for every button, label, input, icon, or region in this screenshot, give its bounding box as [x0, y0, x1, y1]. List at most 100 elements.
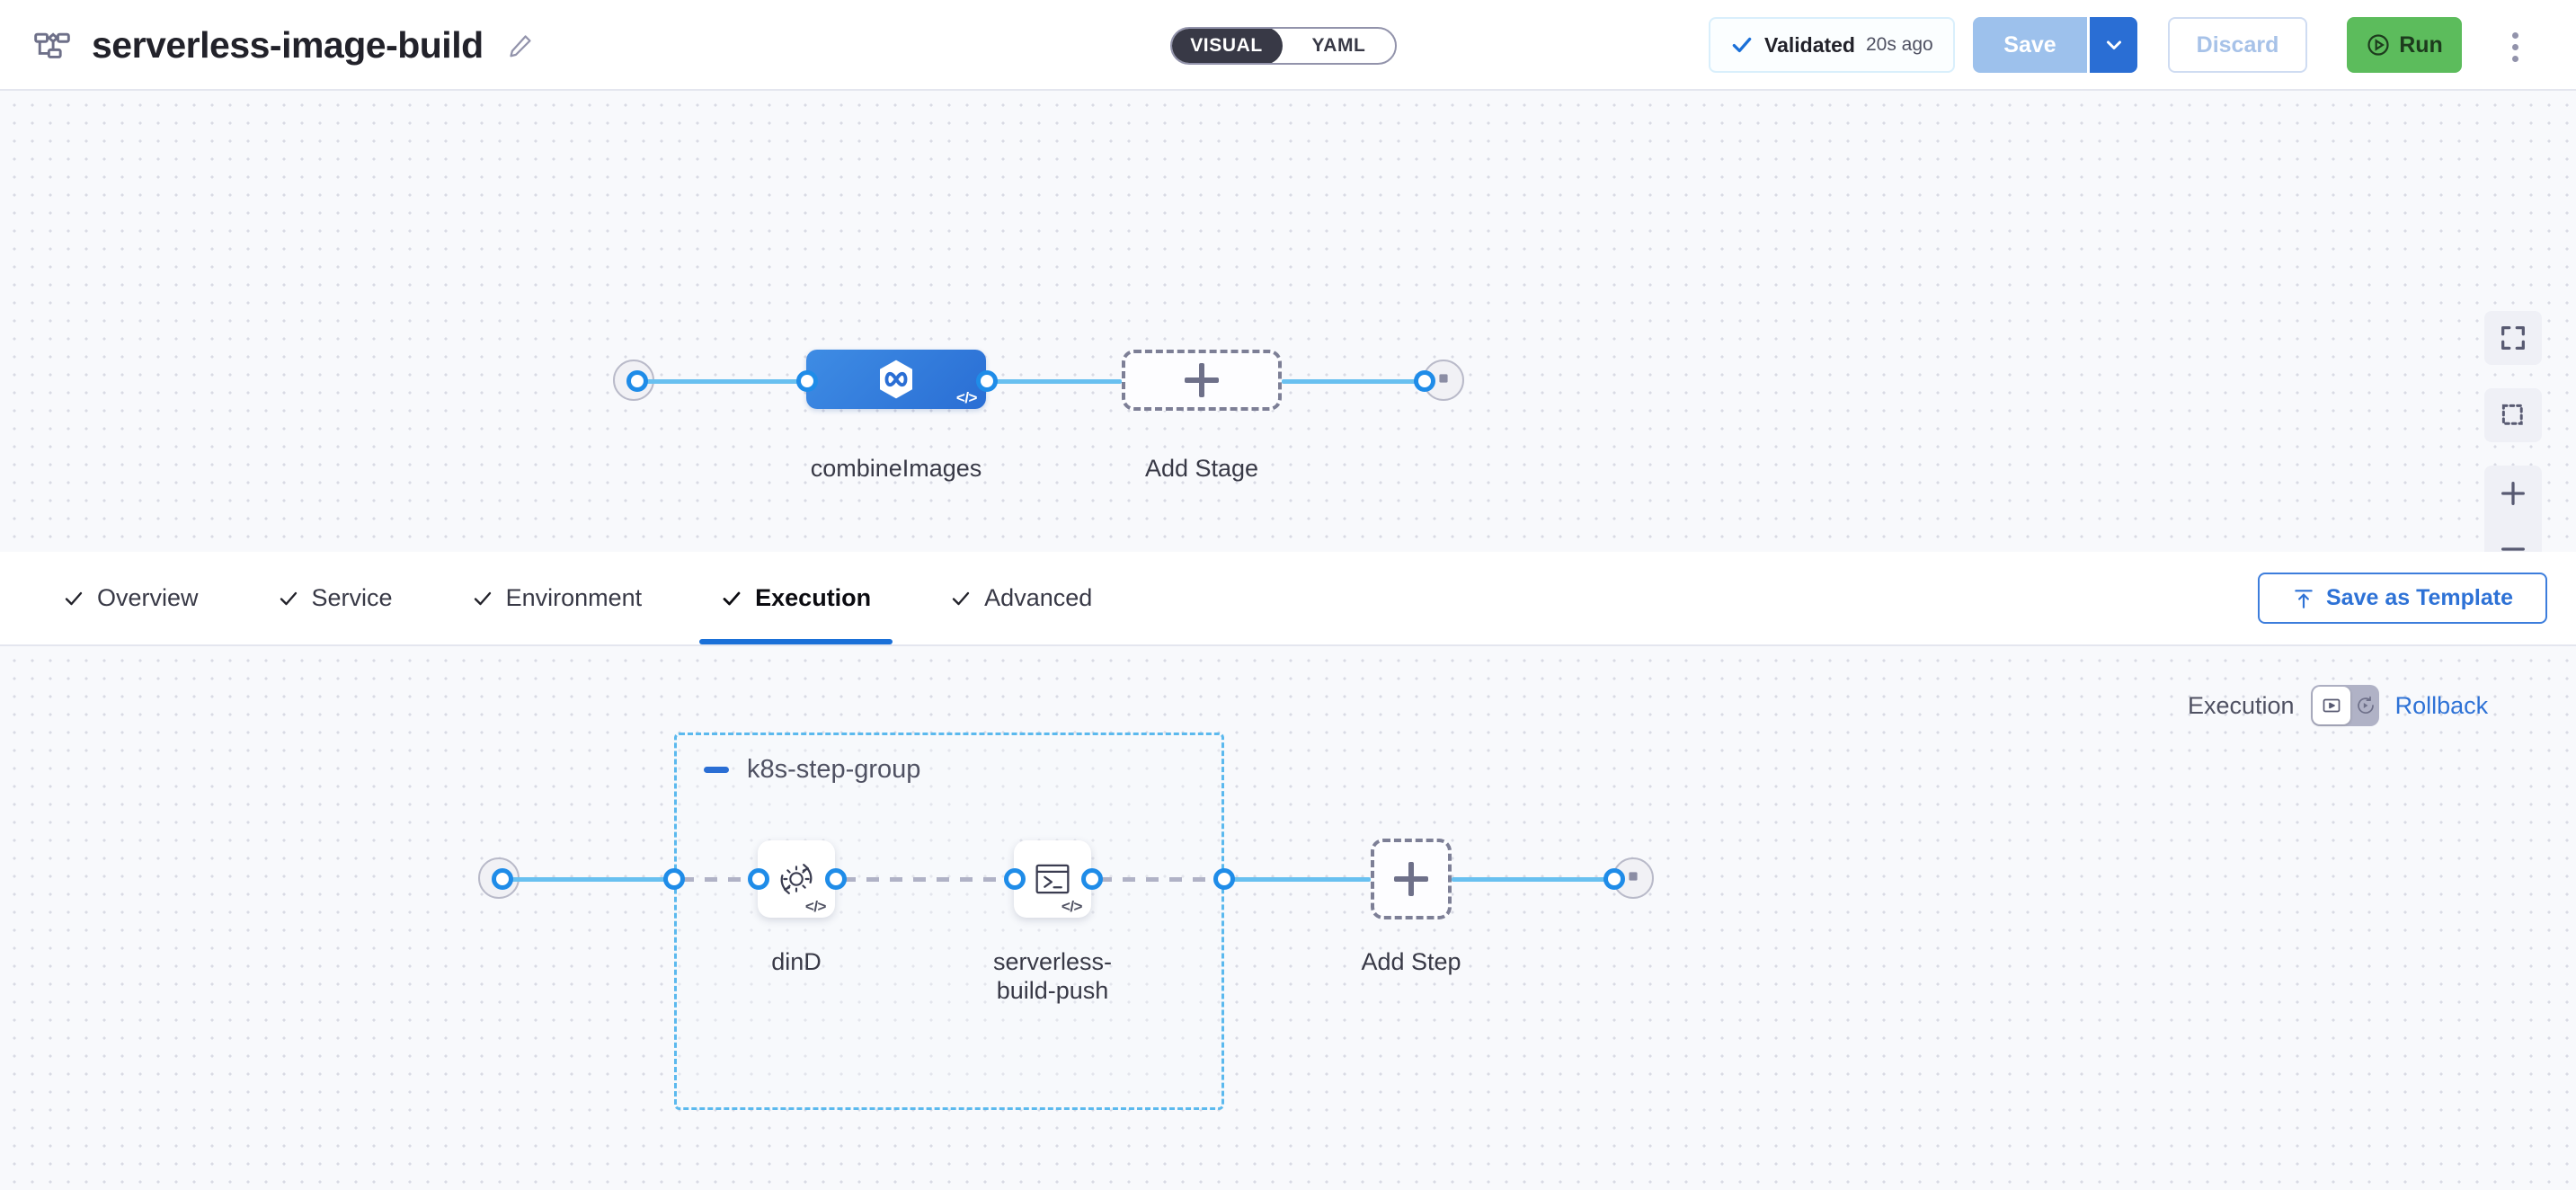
add-stage-button[interactable]	[1122, 350, 1282, 411]
step-group-k8s[interactable]: k8s-step-group	[674, 733, 1224, 1110]
step-link-end	[1452, 877, 1613, 882]
step-group-in-port[interactable]	[663, 868, 685, 890]
check-icon	[278, 588, 299, 609]
play-circle-icon	[2366, 32, 2391, 58]
kebab-menu-icon[interactable]	[2497, 27, 2533, 67]
pipeline-diagram-icon	[32, 26, 72, 66]
tab-advanced[interactable]: Advanced	[928, 552, 1114, 644]
step-label-dind: dinD	[771, 948, 822, 975]
step-label-serverless-build-push: serverless-build-push	[992, 948, 1113, 1004]
execution-play-frame-icon	[2321, 695, 2342, 716]
tab-visual[interactable]: VISUAL	[1172, 29, 1283, 63]
stage-start-port[interactable]	[626, 370, 648, 392]
stop-square-icon	[1434, 369, 1453, 393]
add-step-label: Add Step	[1361, 948, 1461, 975]
execution-rollback-toggle[interactable]: Execution	[2188, 685, 2488, 726]
minus-icon[interactable]	[704, 767, 729, 773]
stage-link-start	[640, 379, 806, 384]
zoom-controls[interactable]	[2484, 466, 2542, 552]
discard-button[interactable]: Discard	[2168, 17, 2307, 73]
step-code-badge: </>	[804, 898, 827, 915]
harness-hexagon-infinity-icon	[872, 355, 920, 404]
stage-out-port[interactable]	[976, 370, 998, 392]
step-group-out-port[interactable]	[1213, 868, 1235, 890]
check-icon	[63, 588, 84, 609]
add-step-button[interactable]	[1371, 839, 1452, 919]
page-title: serverless-image-build	[92, 24, 484, 66]
step-group-header: k8s-step-group	[704, 755, 920, 785]
tab-list: Overview Service Environment Execution	[41, 552, 1150, 644]
rollback-switch-side[interactable]	[2352, 695, 2379, 716]
tab-label: Execution	[755, 584, 872, 611]
header-left-group: serverless-image-build	[32, 0, 534, 91]
stage-node-label: combineImages	[810, 455, 982, 482]
dind-in-port[interactable]	[748, 868, 769, 890]
plus-icon	[2498, 478, 2528, 509]
zoom-in-button[interactable]	[2484, 466, 2542, 521]
stage-in-port[interactable]	[796, 370, 818, 392]
tab-yaml[interactable]: YAML	[1311, 35, 1366, 56]
template-upload-icon	[2292, 587, 2315, 610]
save-dropdown-button[interactable]	[2087, 17, 2137, 73]
execution-label: Execution	[2188, 691, 2295, 719]
stage-link-end	[1282, 379, 1425, 384]
serverless-out-port[interactable]	[1081, 868, 1103, 890]
selection-box-button[interactable]	[2484, 388, 2542, 442]
switch-knob	[2312, 687, 2350, 724]
plus-icon	[1394, 862, 1428, 896]
tab-label: Service	[311, 584, 393, 611]
tab-environment[interactable]: Environment	[450, 552, 664, 644]
save-split-button[interactable]: Save	[1973, 17, 2137, 73]
tab-label: Overview	[97, 584, 199, 611]
step-dashlink-3	[1099, 877, 1216, 882]
save-as-template-button[interactable]: Save as Template	[2258, 573, 2547, 624]
save-as-template-label: Save as Template	[2326, 585, 2513, 610]
fit-to-screen-button[interactable]	[2484, 311, 2542, 365]
stage-node-combineimages[interactable]: </>	[806, 350, 986, 409]
stop-square-icon	[1623, 866, 1643, 891]
save-button[interactable]: Save	[1973, 17, 2087, 73]
check-icon	[721, 588, 742, 609]
kebab-dot	[2511, 43, 2518, 50]
canvas-controls[interactable]	[2484, 311, 2542, 552]
step-node-dind[interactable]: </>	[758, 840, 835, 918]
kebab-dot	[2511, 31, 2518, 39]
step-end-port[interactable]	[1603, 868, 1625, 890]
pencil-icon[interactable]	[503, 32, 534, 59]
tab-overview[interactable]: Overview	[41, 552, 220, 644]
tab-label: Environment	[505, 584, 643, 611]
tab-service[interactable]: Service	[256, 552, 414, 644]
dind-out-port[interactable]	[825, 868, 847, 890]
view-mode-toggle[interactable]: VISUAL YAML	[1170, 27, 1397, 65]
step-graph-canvas[interactable]: Execution	[0, 646, 2576, 1190]
step-group-title: k8s-step-group	[747, 755, 921, 784]
step-start-port[interactable]	[492, 868, 513, 890]
check-icon	[1730, 33, 1754, 57]
minus-icon	[2498, 534, 2528, 552]
step-link-start	[505, 877, 672, 882]
terminal-icon	[1029, 856, 1076, 902]
check-icon	[950, 588, 972, 609]
serverless-in-port[interactable]	[1004, 868, 1026, 890]
stage-graph-canvas[interactable]: </> combineImages Add Stage	[0, 91, 2576, 552]
tab-execution[interactable]: Execution	[699, 552, 893, 644]
validated-time: 20s ago	[1865, 34, 1933, 55]
step-dashlink-1	[681, 877, 758, 882]
rollback-label[interactable]: Rollback	[2394, 691, 2489, 719]
execution-mode-switch[interactable]	[2310, 685, 2379, 726]
run-button[interactable]: Run	[2347, 17, 2462, 73]
expand-corners-icon	[2498, 323, 2528, 353]
step-code-badge: </>	[1061, 898, 1083, 915]
step-link-add	[1231, 877, 1371, 882]
step-dashlink-2	[843, 877, 1014, 882]
chevron-down-icon	[2103, 34, 2125, 56]
stage-end-port[interactable]	[1414, 370, 1435, 392]
zoom-out-button[interactable]	[2484, 521, 2542, 552]
app-header: serverless-image-build VISUAL YAML Valid…	[0, 0, 2576, 91]
dashed-square-icon	[2498, 400, 2528, 431]
validated-label: Validated	[1764, 32, 1855, 57]
run-label: Run	[2399, 31, 2443, 58]
step-node-serverless-build-push[interactable]: </>	[1014, 840, 1091, 918]
stage-tab-bar: Overview Service Environment Execution	[0, 552, 2576, 646]
